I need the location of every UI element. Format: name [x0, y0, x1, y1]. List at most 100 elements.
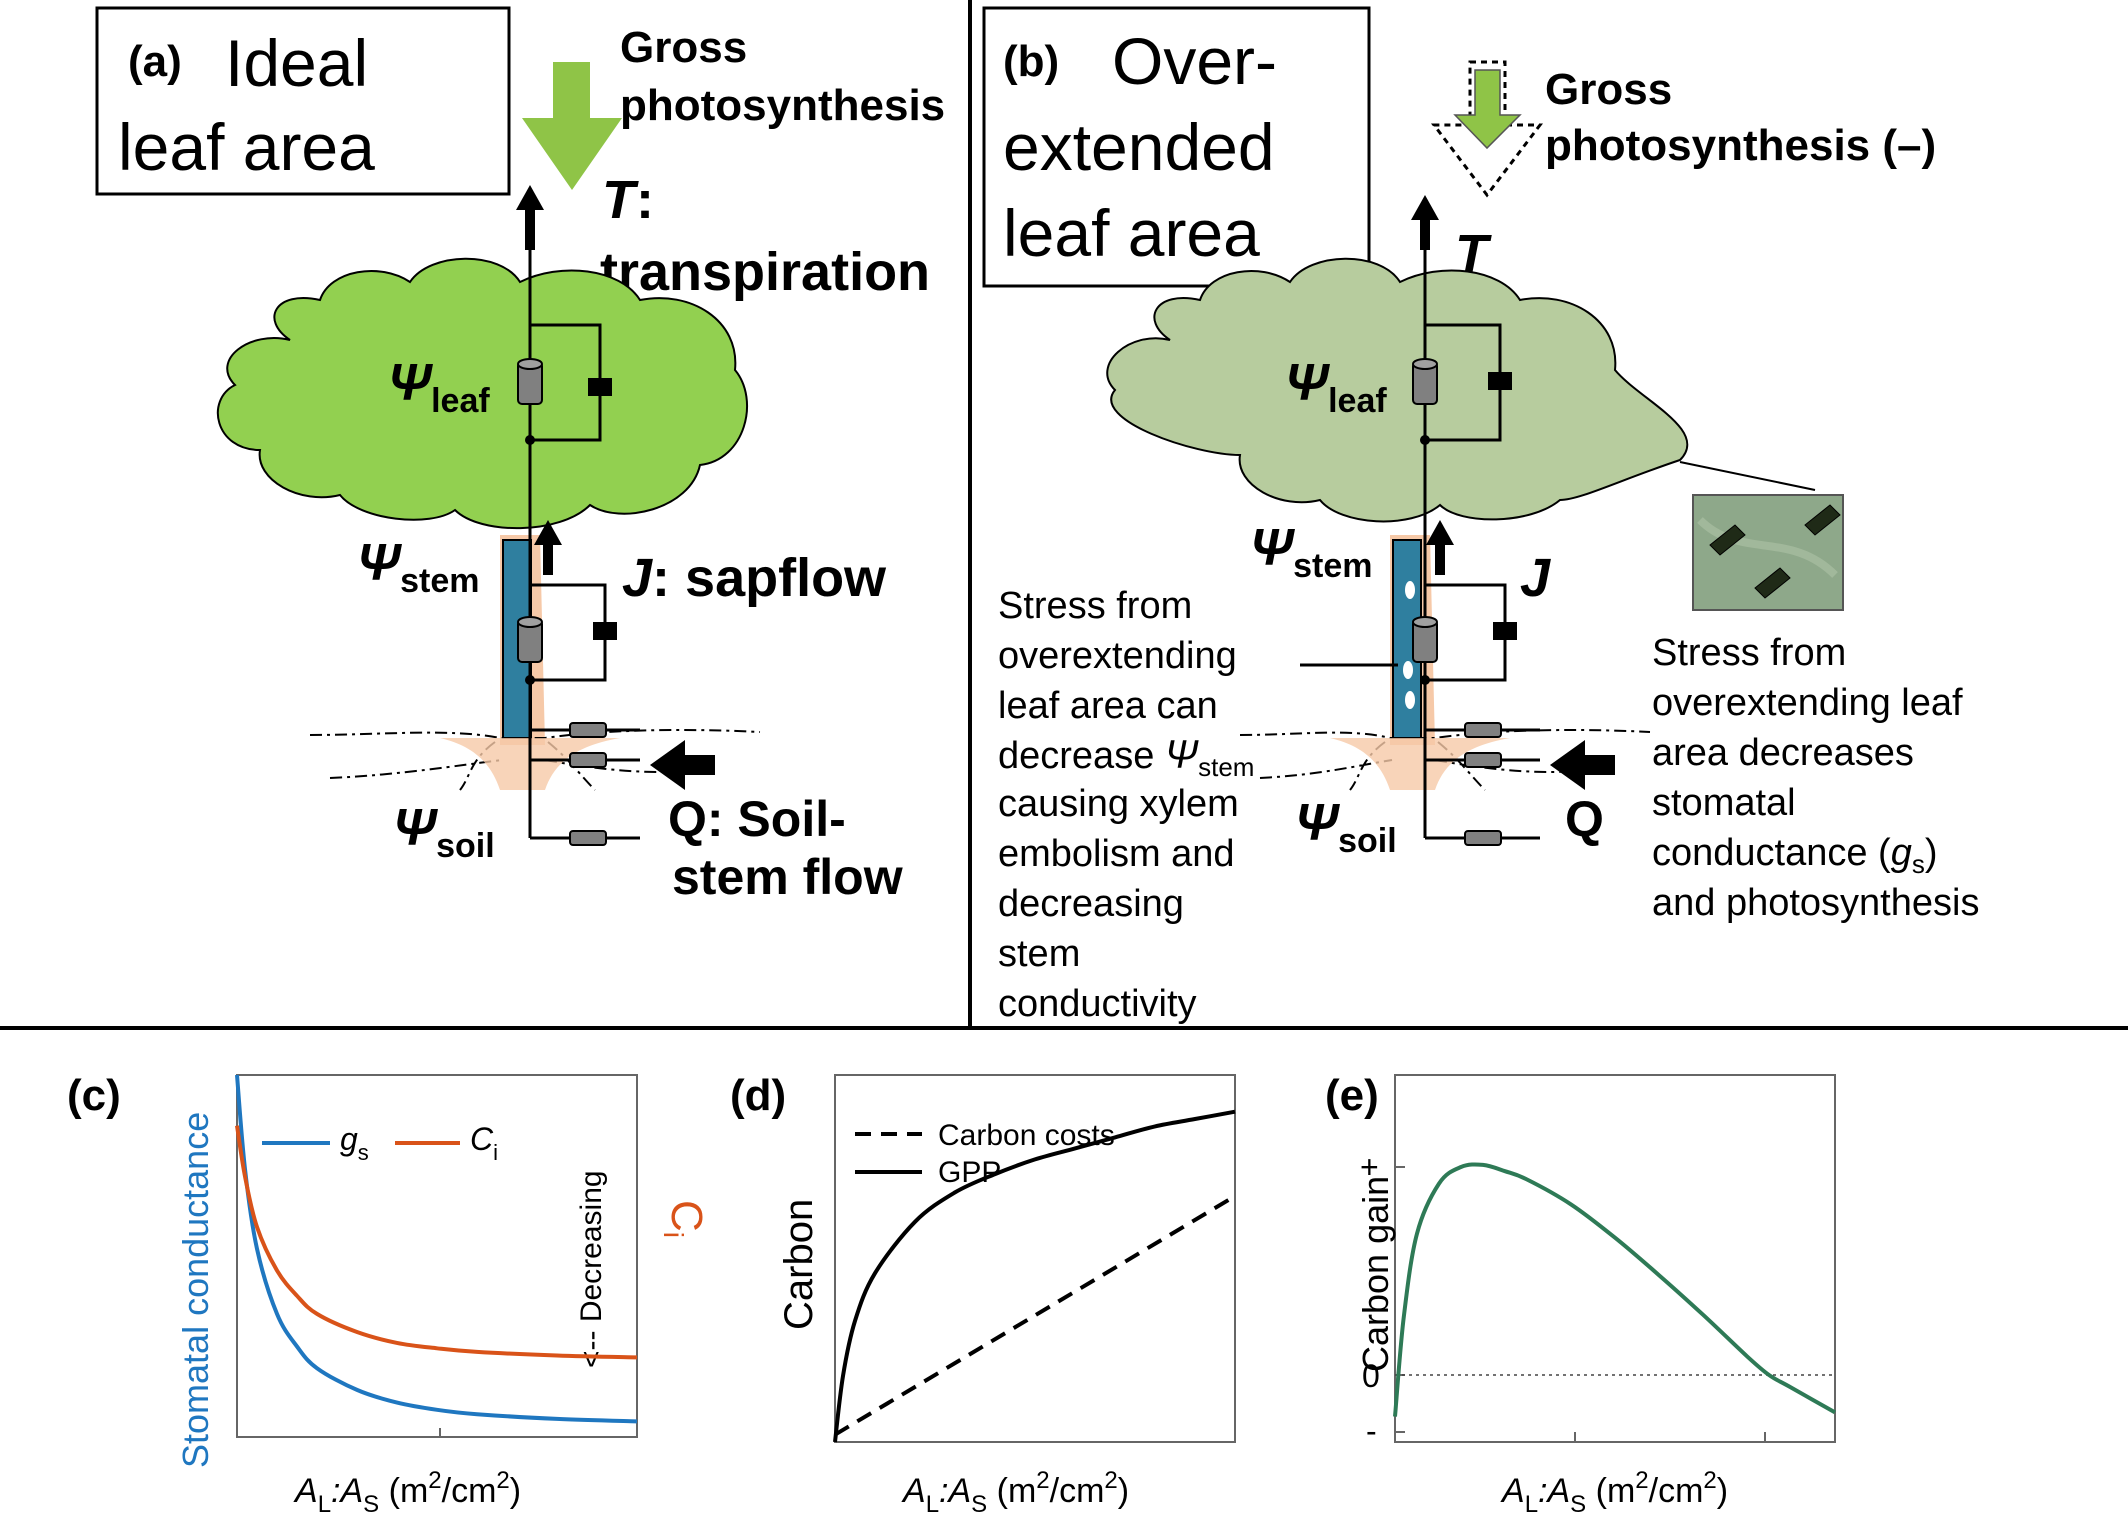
panel-b-gpp-line2: photosynthesis (–): [1545, 121, 1936, 170]
svg-text:overextending: overextending: [998, 635, 1237, 677]
svg-text:overextending leaf: overextending leaf: [1652, 682, 1963, 724]
panel-e-xlabel: AL:AS (m2/cm2): [1500, 1467, 1728, 1518]
panel-b-title-line1: Over-: [1112, 24, 1277, 98]
panel-b-stem-capacitor: [1493, 622, 1517, 640]
panel-a-gpp-arrow: [522, 62, 622, 190]
panel-b-gpp-arrow: [1453, 69, 1522, 150]
panel-c-gs-line: [235, 1074, 638, 1424]
panel-b-psi-stem: Ψstem: [1250, 519, 1372, 585]
panel-a-psi-stem: Ψstem: [357, 534, 479, 600]
panel-d-letter: (d): [730, 1071, 786, 1120]
panel-c-ci-line: [235, 1125, 638, 1360]
panel-c-ylabel-right: Ci: [658, 1200, 711, 1238]
panel-b-t-arrow-head: [1411, 195, 1439, 220]
panel-b-psi-soil: Ψsoil: [1295, 794, 1397, 860]
panel-a-t-arrow-head: [516, 185, 544, 210]
panel-a-soil-resistor-3: [569, 830, 607, 846]
panel-b-root-shade: [1330, 738, 1510, 790]
panel-e-tick-minus: -: [1366, 1413, 1377, 1449]
panel-a-j-label: J: sapflow: [622, 548, 887, 608]
panel-b-inset-pointer: [1679, 461, 1816, 491]
panel-b-stoma-3: [1754, 567, 1791, 599]
panel-b-embolism-1: [1405, 581, 1415, 599]
panel-d-gpp-line: [833, 1109, 1236, 1443]
panel-a-soil-resistor-1: [569, 722, 607, 738]
panel-b-stoma-1: [1709, 524, 1746, 556]
panel-c: (c) Stomatal conductance Ci <-- Decreasi…: [67, 1071, 711, 1518]
svg-text:and photosynthesis: and photosynthesis: [1652, 882, 1979, 924]
panel-b-gpp-arrow-outline: [1430, 60, 1544, 198]
panel-a-gpp-line1: Gross: [620, 23, 747, 72]
panel-b: (b) Over- extended leaf area Gross photo…: [982, 6, 1979, 1025]
panel-b-j-label: J: [1520, 548, 1551, 608]
panel-e-tick-plus: +: [1360, 1149, 1379, 1185]
panel-b-leaf-stress-text: Stress from overextending leaf area decr…: [1652, 632, 1979, 924]
panel-c-xlabel: AL:AS (m2/cm2): [293, 1467, 521, 1518]
svg-text:conductance (gs): conductance (gs): [1652, 832, 1938, 879]
panel-b-gpp-line1: Gross: [1545, 65, 1672, 114]
panel-a-q-arrow: [650, 740, 715, 790]
panel-b-title-line2: extended: [1003, 110, 1275, 184]
panel-b-soil-resistor-3: [1464, 830, 1502, 846]
panel-d-carbon-costs-line: [833, 1194, 1237, 1437]
panel-b-title-box: [982, 6, 1371, 288]
svg-text:area decreases: area decreases: [1652, 732, 1914, 774]
panel-a-q-line1: Q: Soil-: [668, 791, 846, 847]
panel-d-xlabel: AL:AS (m2/cm2): [901, 1467, 1129, 1518]
svg-text:leaf area can: leaf area can: [998, 685, 1218, 727]
panel-b-soil-resistor-1: [1464, 722, 1502, 738]
panel-d-ylabel: Carbon: [777, 1199, 821, 1330]
panel-e-tick-zero: 0: [1362, 1358, 1380, 1394]
panel-b-embolism-2: [1403, 661, 1413, 679]
panel-d-legend-costs: Carbon costs: [938, 1119, 1115, 1152]
svg-text:conductivity: conductivity: [998, 983, 1197, 1025]
panel-a-t-symbol: T: [602, 170, 639, 230]
panel-b-q-arrow: [1550, 740, 1615, 790]
svg-text:decrease Ψstem: decrease Ψstem: [998, 733, 1254, 782]
panel-d-axes: [834, 1074, 1236, 1443]
panel-c-axes: [236, 1074, 638, 1438]
panel-c-annotation: <-- Decreasing: [575, 1170, 608, 1368]
panel-a-soil-resistor-2: [569, 752, 607, 768]
panel-b-canopy: [1106, 257, 1689, 523]
panel-a-gpp-line2: photosynthesis: [620, 81, 945, 130]
svg-text:stem: stem: [998, 933, 1080, 975]
panel-c-legend-ci: Ci: [470, 1121, 498, 1165]
panel-e: (e) + 0 - Carbon gain AL:AS (m2/cm2): [1325, 1071, 1836, 1518]
panel-a-q-line2: stem flow: [672, 849, 903, 905]
panel-e-ylabel: Carbon gain: [1355, 1176, 1396, 1372]
panel-b-j-arrow-head: [1426, 520, 1454, 545]
panel-c-legend: gs Ci: [262, 1121, 498, 1165]
panel-c-letter: (c): [67, 1071, 121, 1120]
panel-b-psi-leaf: Ψleaf: [1285, 354, 1387, 420]
panel-b-embolism-3: [1405, 691, 1415, 709]
panel-e-carbon-gain-line: [1393, 1162, 1836, 1417]
panel-a-t-colon: :: [636, 170, 654, 230]
panel-a-psi-soil: Ψsoil: [393, 799, 495, 865]
svg-text:causing xylem: causing xylem: [998, 783, 1239, 825]
panel-c-ylabel-left: Stomatal conductance: [175, 1112, 216, 1468]
svg-text:decreasing: decreasing: [998, 883, 1184, 925]
panel-a-stem-capacitor: [593, 622, 617, 640]
panel-d-legend: Carbon costs GPP: [855, 1119, 1115, 1189]
svg-text:Stress from: Stress from: [998, 585, 1192, 627]
svg-text:stomatal: stomatal: [1652, 782, 1796, 824]
panel-a-title-line1: Ideal: [225, 26, 368, 100]
panel-a-psi-leaf: Ψleaf: [388, 354, 490, 420]
panel-d: (d) Carbon Carbon costs GPP AL:AS (m2/cm…: [730, 1071, 1237, 1518]
panel-c-legend-gs: gs: [340, 1121, 369, 1165]
panel-b-stoma-2: [1804, 504, 1841, 536]
panel-a-j-arrow-head: [534, 520, 562, 545]
panel-a-t-word: transpiration: [600, 242, 930, 302]
svg-text:embolism and: embolism and: [998, 833, 1235, 875]
panel-b-stem-stress-text: Stress from overextending leaf area can …: [998, 585, 1254, 1025]
panel-b-soil-resistor-2: [1464, 752, 1502, 768]
panel-b-letter: (b): [1003, 37, 1059, 86]
panel-b-leaf-capacitor: [1488, 372, 1512, 390]
panel-b-roots: [1239, 729, 1651, 791]
panel-b-title-line3: leaf area: [1003, 196, 1260, 270]
panel-a-title-line2: leaf area: [118, 110, 375, 184]
svg-text:Stress from: Stress from: [1652, 632, 1846, 674]
panel-a-leaf-capacitor: [588, 378, 612, 396]
